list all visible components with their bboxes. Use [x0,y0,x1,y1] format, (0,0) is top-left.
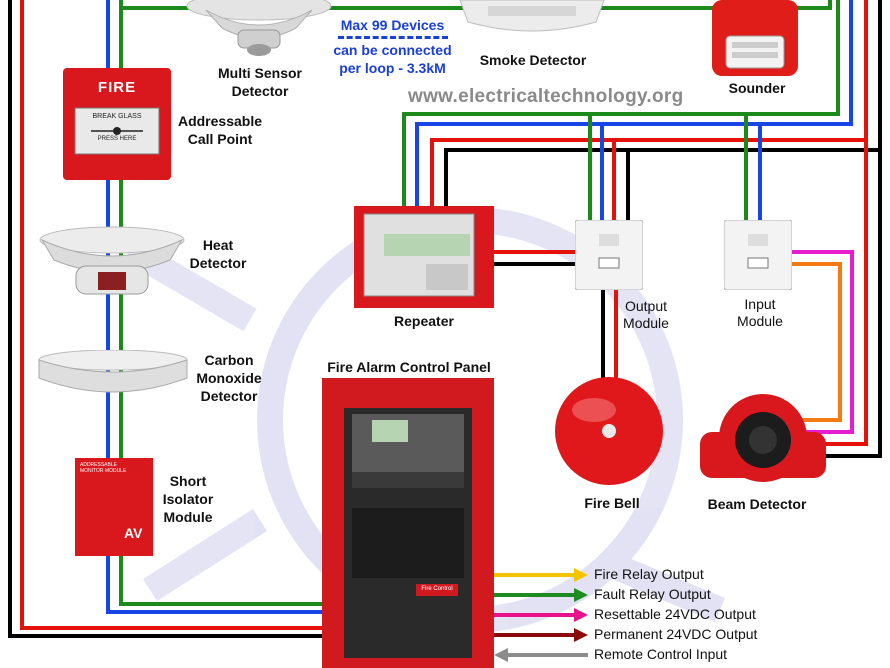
input-module-icon [723,219,793,295]
watermark-text: www.electricaltechnology.org [408,86,684,107]
control-panel-badge: Fire Control [421,586,453,592]
loop-note-dash [337,36,448,39]
output-label-4: Remote Control Input [594,646,728,662]
output-module-icon [574,219,644,295]
call-point-press-text: PRESS HERE [97,136,137,142]
heat-detector-icon [38,226,186,311]
loop-note: Max 99 Devices can be connected per loop… [330,16,455,77]
wire-green-top [121,0,832,10]
output-arrowhead-1 [574,588,588,602]
beam-detector-icon [700,390,826,491]
wire-magenta-beam [790,250,854,434]
call-point-icon [63,68,171,185]
co-detector-icon [38,349,188,411]
output-label-2: Resettable 24VDC Output [594,606,756,622]
control-panel-icon [322,378,494,668]
output-arrowhead-3 [574,628,588,642]
repeater-label: Repeater [394,313,454,329]
wire-green-left [119,0,325,606]
loop-note-line2: can be connected [333,42,452,58]
wire-black-outer [8,0,325,638]
isolator-title-text: ADDRESSABLE MONITOR MODULE [80,462,127,474]
output-arrows [494,568,588,662]
output-label-0: Fire Relay Output [594,566,704,582]
wire-green-right [402,0,840,206]
smoke-detector-icon [458,0,606,43]
short-isolator-icon: AV [75,458,153,561]
fire-bell-icon [554,376,664,491]
wire-blue-right [415,0,853,206]
repeater-icon [354,206,494,313]
sounder-icon [712,0,798,83]
output-arrowhead-0 [574,568,588,582]
co-detector-label: Carbon Monoxide Detector [196,352,262,404]
call-point-break-text: BREAK GLASS [92,113,142,120]
wire-red-outer [20,0,325,630]
output-arrowhead-2 [574,608,588,622]
multi-sensor-icon [186,0,332,67]
fire-bell-label: Fire Bell [584,495,640,511]
beam-detector-label: Beam Detector [707,496,807,512]
smoke-detector-label: Smoke Detector [479,52,587,68]
call-point-label: Addressable Call Point [177,113,263,147]
wire-orange-beam [790,262,842,422]
short-isolator-label: Short Isolator Module [162,473,214,525]
wire-black-right-loop [444,0,882,206]
output-module-label: Output Module [623,298,669,331]
wire-red-right-loop [430,0,868,206]
wire-blue-left [106,0,325,614]
output-label-1: Fault Relay Output [594,586,711,602]
control-panel-label: Fire Alarm Control Panel [327,359,491,375]
input-module-label: Input Module [737,296,783,329]
output-label-3: Permanent 24VDC Output [594,626,758,642]
multi-sensor-label: Multi Sensor Detector [217,65,302,99]
wire-black-beam-side [800,150,882,458]
call-point-fire-text: FIRE [97,79,137,96]
loop-note-line1: Max 99 Devices [340,17,445,33]
loop-note-line3: per loop - 3.3kM [339,60,446,76]
output-arrowhead-4 [494,648,508,662]
heat-detector-label: Heat Detector [189,237,247,271]
sounder-label: Sounder [728,80,786,96]
svg-text:AV: AV [124,525,143,541]
